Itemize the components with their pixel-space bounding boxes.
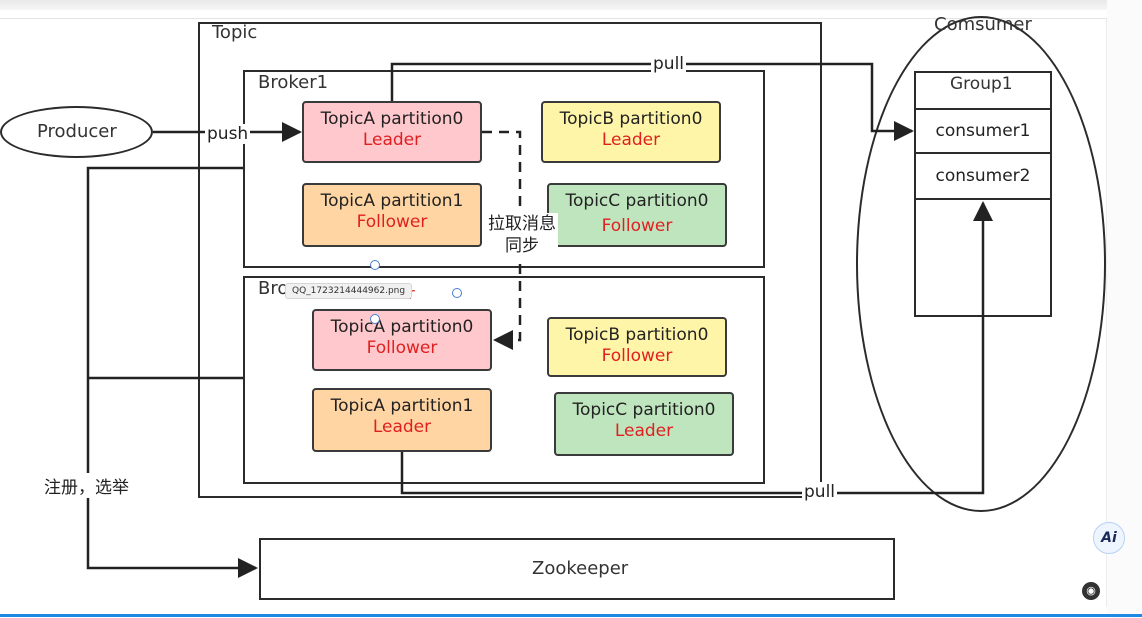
- partition-topic: TopicB partition0: [565, 325, 709, 345]
- partition-role: Leader: [614, 421, 674, 441]
- sync-label: 拉取消息 同步: [486, 213, 558, 257]
- broker1-topica-partition0[interactable]: TopicA partition0 Leader: [302, 101, 482, 163]
- topic-container: [198, 22, 822, 498]
- broker1-box: [243, 70, 765, 268]
- pull-top-arrow: [390, 62, 914, 141]
- partition-role: Leader: [372, 417, 432, 437]
- top-text-strip: [0, 0, 1142, 10]
- broker1-topicb-partition0[interactable]: TopicB partition0 Leader: [541, 101, 721, 163]
- broker2-topica-partition1[interactable]: TopicA partition1 Leader: [312, 388, 492, 452]
- broker2-topica-partition0[interactable]: TopicA partition0 Follower: [312, 309, 492, 371]
- image-filename-tooltip: QQ_1723214444962.png: [285, 283, 413, 299]
- topic-label: Topic: [212, 22, 258, 43]
- consumer-group-label: Comsumer: [934, 14, 1032, 35]
- push-label: push: [205, 124, 251, 144]
- consumer2-label: consumer2: [935, 166, 1031, 186]
- selection-handle[interactable]: [370, 260, 380, 270]
- zookeeper-box[interactable]: [259, 538, 895, 600]
- broker2-label: Bro: [258, 278, 289, 299]
- ai-assistant-icon[interactable]: Ai: [1093, 522, 1125, 554]
- partition-role: Follower: [601, 346, 673, 366]
- screen-capture-icon[interactable]: ◉: [1082, 582, 1100, 600]
- broker1-topica-partition1[interactable]: TopicA partition1 Follower: [302, 183, 482, 247]
- broker2-topicb-partition0[interactable]: TopicB partition0 Follower: [547, 317, 727, 377]
- partition-role: Leader: [362, 130, 422, 150]
- producer-node[interactable]: [0, 106, 153, 158]
- pull-bottom-label: pull: [802, 482, 838, 502]
- partition-topic: TopicC partition0: [565, 191, 709, 211]
- register-elect-label: 注册，选举: [42, 473, 131, 498]
- partition-role: Follower: [366, 338, 438, 358]
- partition-topic: TopicC partition0: [572, 400, 716, 420]
- consumer-group-ellipse: [856, 16, 1106, 512]
- broker1-label: Broker1: [258, 72, 329, 93]
- broker1-to-zookeeper-line: [86, 166, 258, 578]
- partition-role: Leader: [601, 130, 661, 150]
- producer-label: Producer: [37, 121, 117, 142]
- pull-bottom-arrow: [400, 201, 993, 495]
- partition-role: Follower: [356, 212, 428, 232]
- diagram-canvas: [0, 18, 1107, 607]
- partition-topic: TopicA partition1: [320, 191, 464, 211]
- partition-role: Follower: [601, 216, 673, 236]
- consumer1-label: consumer1: [935, 121, 1031, 141]
- broker2-topicc-partition0[interactable]: TopicC partition0 Leader: [554, 392, 734, 456]
- selection-handle[interactable]: [370, 314, 380, 324]
- partition-topic: TopicA partition0: [320, 109, 464, 129]
- broker1-topicc-partition0[interactable]: TopicC partition0 Follower: [547, 183, 727, 247]
- partition-topic: TopicB partition0: [559, 109, 703, 129]
- consumer2-cell[interactable]: consumer2: [914, 152, 1052, 200]
- selection-handle[interactable]: [452, 288, 462, 298]
- bottom-accent-line: [0, 614, 1142, 617]
- partition-topic: TopicA partition1: [330, 396, 474, 416]
- partition-topic: TopicA partition0: [330, 317, 474, 337]
- pull-top-label: pull: [651, 54, 687, 74]
- broker2-box: [243, 276, 765, 484]
- zookeeper-label: Zookeeper: [532, 558, 629, 579]
- right-gutter: [1107, 0, 1142, 618]
- group1-label: Group1: [950, 74, 1013, 94]
